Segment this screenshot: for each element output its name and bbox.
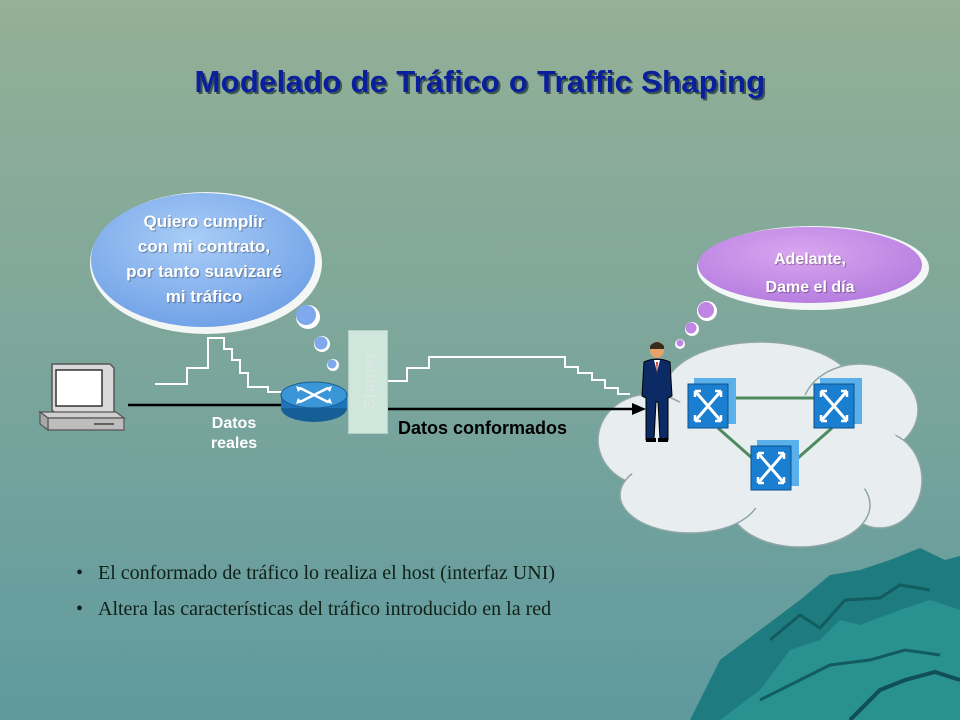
shaper-box <box>348 330 388 434</box>
bullet-icon: • <box>76 562 84 584</box>
bubble-line: mi tráfico <box>165 287 243 306</box>
bubble-line: Quiero cumplir <box>143 212 265 231</box>
computer-icon <box>38 363 126 432</box>
bubble-line: Adelante, <box>773 251 846 268</box>
bubble-line: con mi contrato, <box>137 237 271 256</box>
bullet-text: Altera las características del tráfico i… <box>98 598 552 620</box>
shaper-label: Shaper <box>360 352 379 410</box>
person-icon <box>641 342 673 442</box>
bullet-list: • El conformado de tráfico lo realiza el… <box>76 560 555 632</box>
bullet-text: El conformado de tráfico lo realiza el h… <box>98 562 556 584</box>
label-line: Datos <box>211 415 257 432</box>
bubble-line: Dame el día <box>765 279 855 296</box>
datos-conformados-label: Datos conformados <box>398 418 568 438</box>
datos-reales-label: Datos reales <box>196 414 272 454</box>
switch-icon <box>687 378 736 429</box>
bullet-icon: • <box>76 598 84 620</box>
left-bubble-text: Quiero cumplir con mi contrato, por tant… <box>93 209 315 309</box>
right-bubble-text: Adelante, Dame el día <box>710 246 910 302</box>
switch-icon <box>813 378 862 429</box>
list-item: • Altera las características del tráfico… <box>76 596 555 632</box>
bubble-line: por tanto suavizaré <box>126 262 282 281</box>
list-item: • El conformado de tráfico lo realiza el… <box>76 560 555 596</box>
page-title: Modelado de Tráfico o Traffic Shaping <box>194 64 766 99</box>
switch-icon <box>750 440 799 491</box>
label-line: reales <box>210 435 258 452</box>
shaped-traffic-waveform <box>387 356 630 395</box>
router-icon <box>280 381 348 422</box>
real-traffic-waveform <box>155 337 284 393</box>
